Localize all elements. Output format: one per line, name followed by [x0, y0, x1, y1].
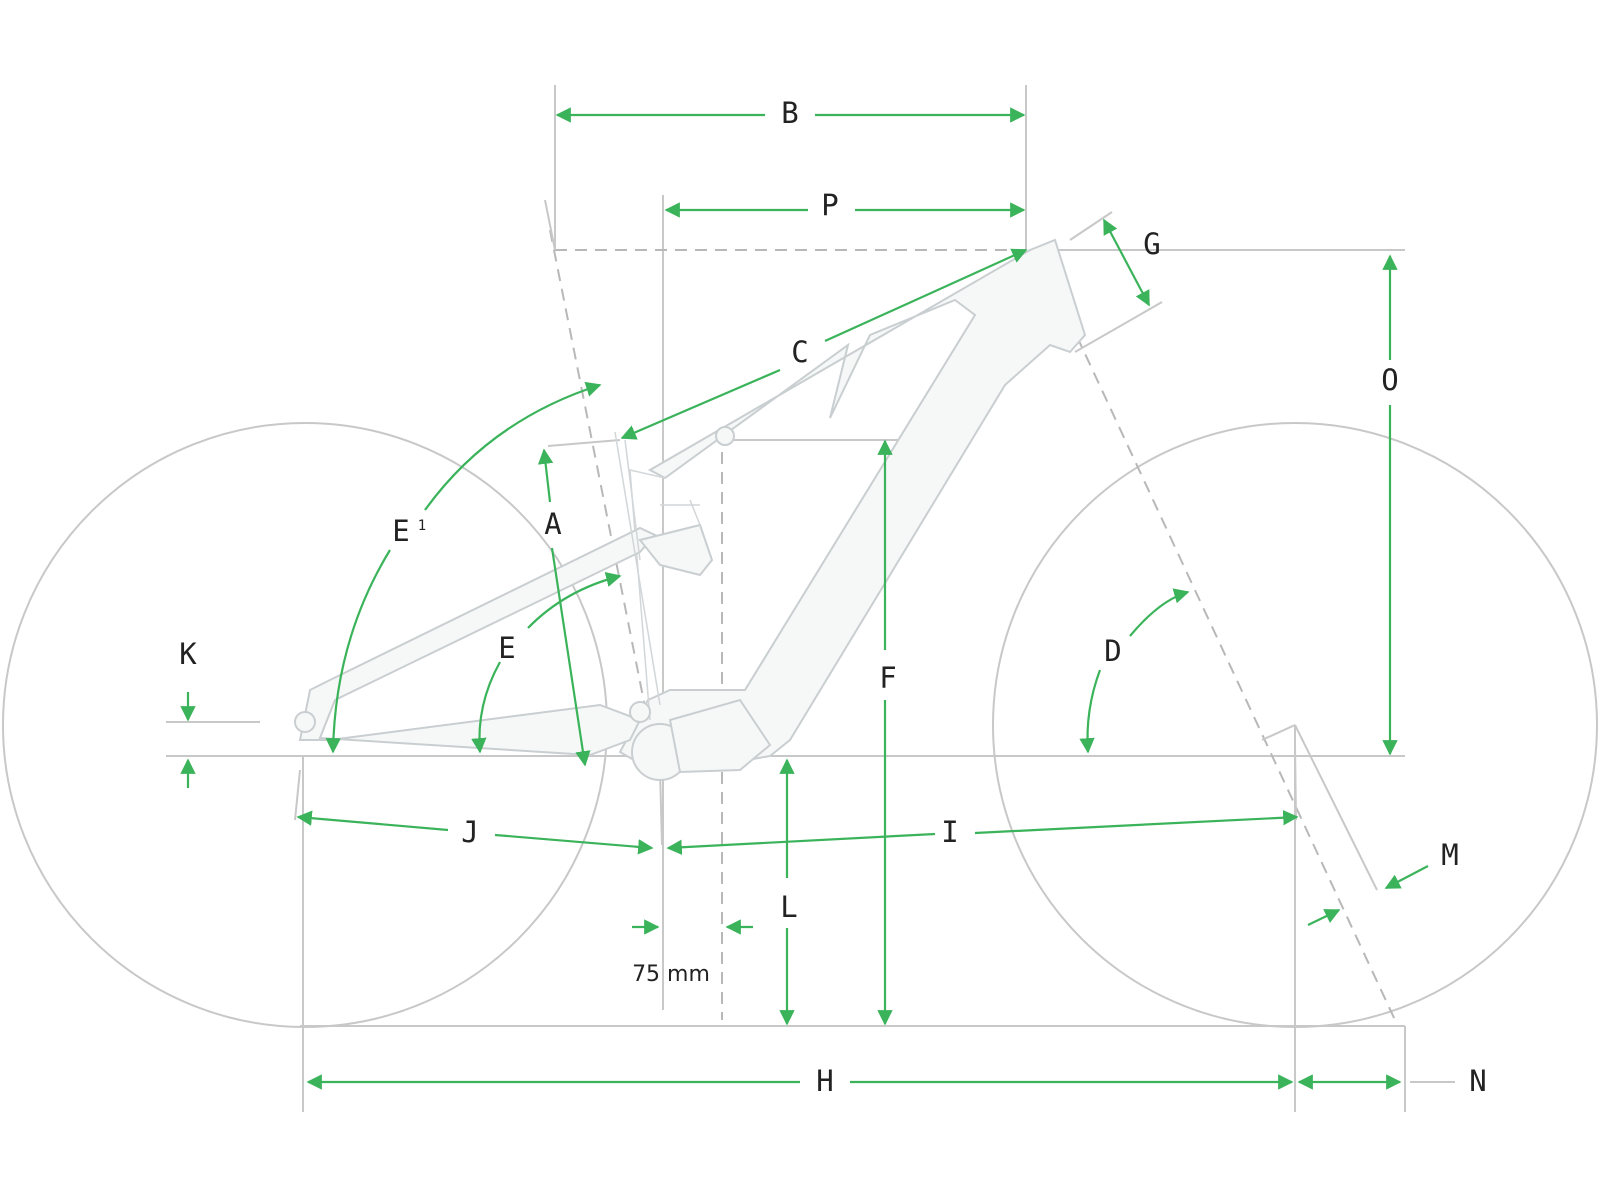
label-a: A	[544, 507, 561, 541]
dim-d-upper	[1129, 588, 1190, 637]
reference-lines	[166, 85, 1406, 1112]
label-offset: 75 mm	[632, 962, 710, 987]
dim-c-upper	[824, 248, 1028, 343]
label-i: I	[941, 815, 958, 849]
dim-a-upper	[537, 448, 554, 503]
label-j: J	[461, 815, 478, 849]
dim-j-left	[296, 810, 449, 832]
label-c: C	[791, 335, 808, 369]
dim-i-left	[666, 832, 936, 855]
dim-d-lower	[1079, 669, 1102, 754]
label-m: M	[1441, 838, 1458, 872]
label-g: G	[1143, 227, 1160, 261]
bike-frame	[294, 238, 1087, 781]
dim-i-right	[974, 809, 1299, 835]
label-n: N	[1469, 1064, 1486, 1098]
dim-e-upper	[527, 571, 622, 629]
dim-e1-lower	[325, 549, 391, 754]
label-e1: E	[392, 514, 409, 548]
label-f: F	[879, 661, 896, 695]
label-b: B	[781, 96, 798, 130]
label-l: L	[780, 890, 797, 924]
label-k: K	[179, 637, 197, 671]
dim-j-right	[494, 833, 654, 855]
label-e: E	[498, 631, 515, 665]
dim-g	[1103, 218, 1150, 307]
label-p: P	[821, 188, 838, 222]
dim-c-lower	[620, 368, 781, 440]
dimension-lines	[180, 107, 1455, 1090]
dimension-labels: B P G C O A E 1 E D F K J I M L 75 mm H …	[179, 96, 1486, 1098]
label-o: O	[1381, 363, 1398, 397]
label-e1-sup: 1	[418, 518, 426, 534]
dim-e1-upper	[424, 381, 602, 511]
label-h: H	[816, 1064, 833, 1098]
label-d: D	[1104, 634, 1121, 668]
dim-a-lower	[550, 547, 591, 767]
dim-m-lower	[1307, 909, 1341, 926]
dim-e-lower	[471, 661, 501, 754]
dim-m-upper	[1384, 865, 1429, 889]
